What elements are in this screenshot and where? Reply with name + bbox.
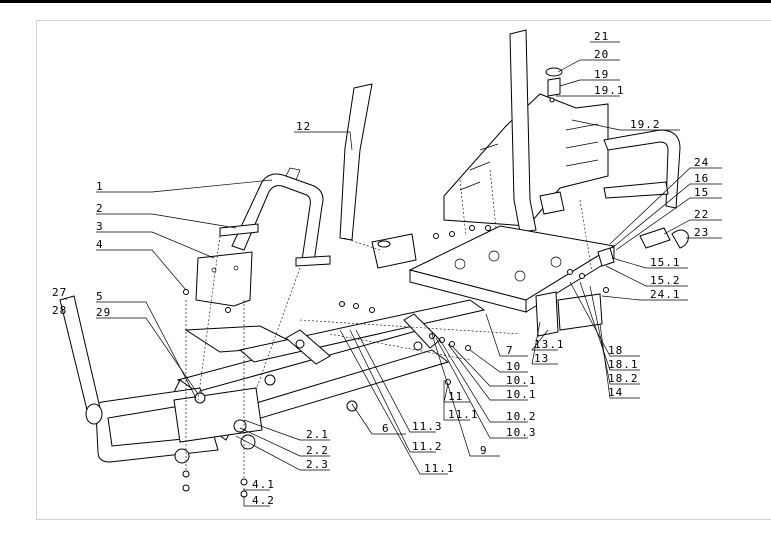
- label-13-1: 13.1: [534, 338, 565, 351]
- part-12-tube: [339, 83, 373, 241]
- label-15: 15: [694, 186, 709, 199]
- label-18-2: 18.2: [608, 372, 639, 385]
- label-10-2: 10.2: [506, 410, 537, 423]
- front-bumper: [59, 295, 219, 463]
- label-11-3: 11.3: [412, 420, 443, 433]
- label-14: 14: [608, 386, 623, 399]
- label-19-1: 19.1: [594, 84, 625, 97]
- label-18: 18: [608, 344, 623, 357]
- fasteners: [182, 225, 609, 498]
- label-11: 11: [448, 390, 463, 403]
- seat-hardware: [545, 67, 563, 103]
- label-23: 23: [694, 226, 709, 239]
- label-10: 10: [506, 360, 521, 373]
- label-6: 6: [382, 422, 390, 435]
- label-24: 24: [694, 156, 709, 169]
- label-11-2: 11.2: [412, 440, 443, 453]
- alignment-lines: [185, 169, 593, 478]
- front-axle-assembly: [173, 387, 263, 464]
- label-4-2: 4.2: [252, 494, 275, 507]
- part-1-roll-bar: [231, 167, 324, 263]
- label-3: 3: [96, 220, 104, 233]
- seat-frame: [443, 29, 609, 233]
- label-10-1a: 10.1: [506, 374, 537, 387]
- label-29: 29: [96, 306, 111, 319]
- label-19-2: 19.2: [630, 118, 661, 131]
- label-2-3: 2.3: [306, 458, 329, 471]
- rear-grab-bars: [603, 129, 681, 209]
- label-10-3: 10.3: [506, 426, 537, 439]
- part-labels: 1 2 3 4 5 29 27 28 12 21 20 19 19.1 19.2…: [52, 30, 709, 507]
- label-7: 7: [506, 344, 514, 357]
- label-1: 1: [96, 180, 104, 193]
- label-16: 16: [694, 172, 709, 185]
- label-9: 9: [480, 444, 488, 457]
- leader-lines: [65, 41, 722, 507]
- label-15-1: 15.1: [650, 256, 681, 269]
- label-22: 22: [694, 208, 709, 221]
- label-2-1: 2.1: [306, 428, 329, 441]
- label-5: 5: [96, 290, 104, 303]
- label-18-1: 18.1: [608, 358, 639, 371]
- label-2-2: 2.2: [306, 444, 329, 457]
- label-2: 2: [96, 202, 104, 215]
- label-15-2: 15.2: [650, 274, 681, 287]
- label-27: 27: [52, 286, 67, 299]
- rear-components: [535, 191, 689, 337]
- label-24-1: 24.1: [650, 288, 681, 301]
- label-21: 21: [594, 30, 609, 43]
- label-20: 20: [594, 48, 609, 61]
- label-11-1a: 11.1: [448, 408, 479, 421]
- label-10-1b: 10.1: [506, 388, 537, 401]
- label-4-1: 4.1: [252, 478, 275, 491]
- label-28: 28: [52, 304, 67, 317]
- label-13: 13: [534, 352, 549, 365]
- part-3-plate: [195, 251, 253, 307]
- drawing-frame: [36, 20, 771, 520]
- top-rule: [0, 0, 771, 3]
- label-12: 12: [296, 120, 311, 133]
- label-4: 4: [96, 238, 104, 251]
- label-11-1b: 11.1: [424, 462, 455, 475]
- label-19: 19: [594, 68, 609, 81]
